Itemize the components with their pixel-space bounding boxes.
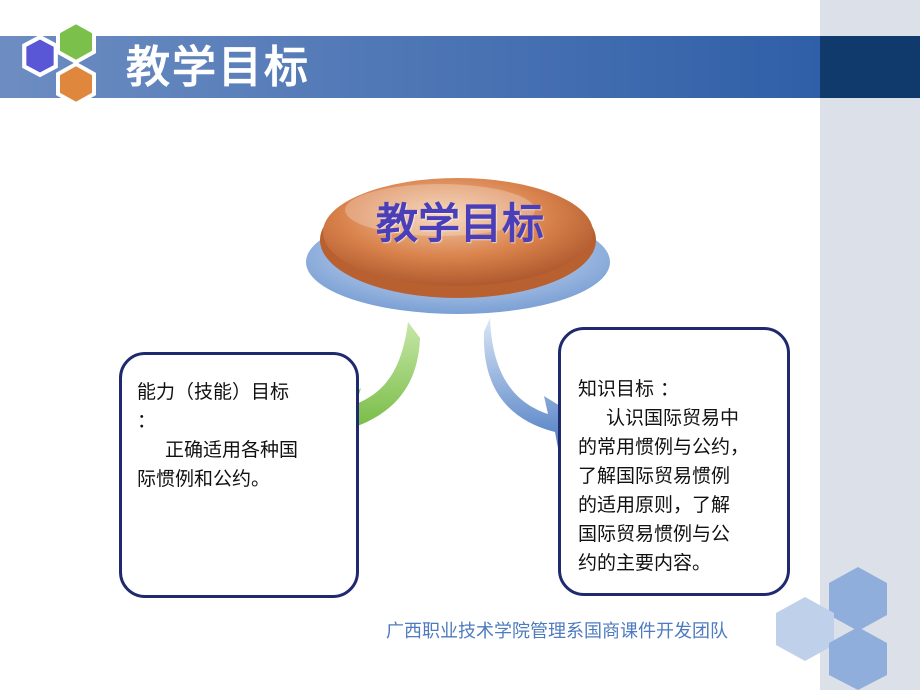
center-button-label: 教学目标	[375, 199, 544, 248]
footer-credit: 广西职业技术学院管理系国商课件开发团队	[386, 621, 728, 642]
ability-goal-body-2: 际惯例和公约。	[137, 468, 271, 490]
knowledge-goal-line: 的常用惯例与公约，	[578, 436, 750, 458]
ability-goal-body-1: 正确适用各种国	[165, 439, 299, 461]
knowledge-goal-line: 的适用原则，了解	[578, 494, 731, 516]
knowledge-goal-heading: 知识目标 ：	[578, 378, 680, 400]
center-button-shape	[323, 178, 593, 286]
hex-decoration-icon	[776, 597, 834, 661]
knowledge-goal-text: 知识目标 ： 认识国际贸易中 的常用惯例与公约， 了解国际贸易惯例 的适用原则，…	[578, 375, 778, 578]
page-title: 教学目标	[126, 42, 310, 93]
ability-goal-heading: 能力（技能）目标	[137, 381, 290, 403]
hexagon-logo-icon	[22, 19, 96, 107]
hex-decoration-icon	[829, 627, 887, 690]
ability-goal-box	[119, 352, 359, 598]
hex-decoration-icon	[829, 567, 887, 631]
knowledge-goal-line: 了解国际贸易惯例	[578, 465, 731, 487]
knowledge-goal-line: 国际贸易惯例与公	[578, 523, 731, 545]
knowledge-goal-line: 认识国际贸易中	[606, 407, 740, 429]
header-dark-block	[820, 36, 920, 98]
ability-goal-text: 能力（技能）目标 ： 正确适用各种国 际惯例和公约。	[137, 378, 337, 494]
knowledge-goal-line: 约的主要内容。	[578, 552, 712, 574]
ability-goal-colon: ：	[137, 410, 157, 432]
knowledge-goal-box	[558, 327, 790, 596]
header-bar	[0, 36, 820, 98]
